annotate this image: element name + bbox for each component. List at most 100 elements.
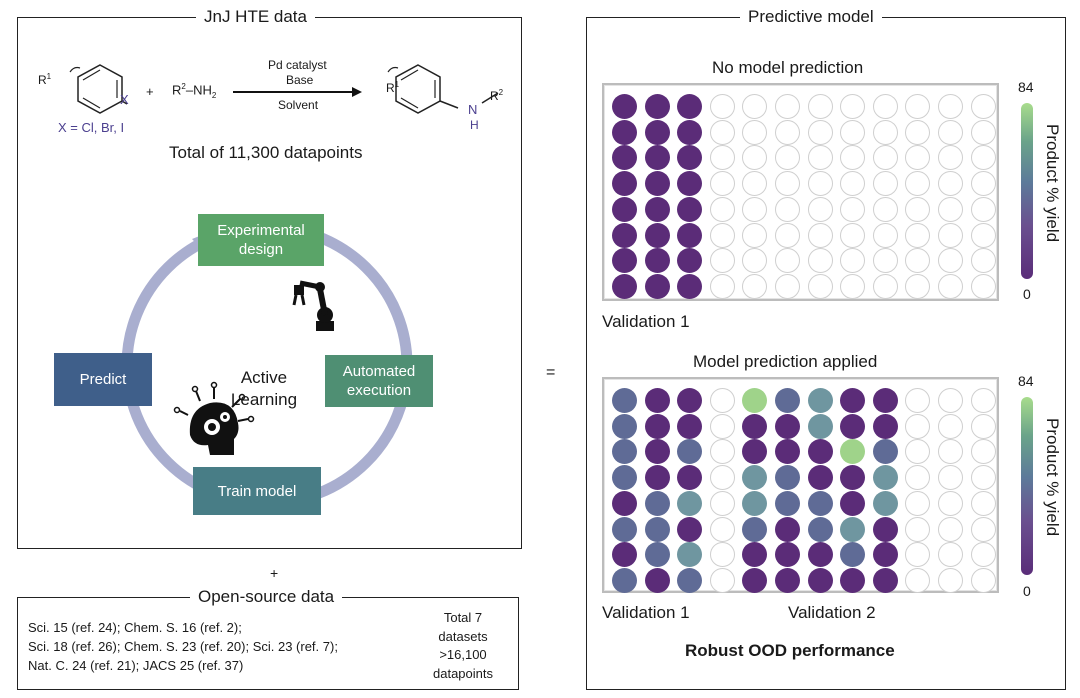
well bbox=[644, 145, 670, 171]
well bbox=[840, 196, 866, 222]
well bbox=[709, 171, 735, 197]
well bbox=[709, 465, 735, 491]
well bbox=[709, 542, 735, 568]
well bbox=[807, 273, 833, 299]
well bbox=[807, 388, 833, 413]
well bbox=[709, 94, 735, 119]
well bbox=[742, 490, 768, 516]
well bbox=[677, 222, 703, 248]
jnj-hte-title: JnJ HTE data bbox=[196, 7, 315, 27]
well bbox=[709, 516, 735, 542]
well bbox=[612, 439, 637, 465]
plate1-title: No model prediction bbox=[712, 58, 864, 77]
well bbox=[775, 94, 800, 119]
well bbox=[970, 413, 996, 439]
well bbox=[742, 542, 768, 568]
well bbox=[938, 516, 963, 542]
well bbox=[872, 196, 898, 222]
well bbox=[677, 516, 703, 542]
well bbox=[938, 413, 963, 439]
well bbox=[742, 248, 768, 274]
halide-note: X = Cl, Br, I bbox=[58, 120, 125, 135]
well bbox=[644, 171, 670, 197]
well bbox=[612, 171, 637, 197]
well bbox=[775, 516, 800, 542]
cbar2-max: 84 bbox=[1018, 373, 1034, 389]
well bbox=[742, 145, 768, 171]
well bbox=[905, 196, 931, 222]
step-train-model: Train model bbox=[193, 467, 321, 515]
well bbox=[905, 516, 931, 542]
well bbox=[938, 94, 963, 119]
well bbox=[807, 542, 833, 568]
well bbox=[970, 273, 996, 299]
open-source-ref-line: Nat. C. 24 (ref. 21); JACS 25 (ref. 37) bbox=[28, 658, 244, 673]
well bbox=[938, 490, 963, 516]
well bbox=[970, 171, 996, 197]
well bbox=[612, 388, 637, 413]
well bbox=[905, 171, 931, 197]
well bbox=[644, 542, 670, 568]
well bbox=[840, 273, 866, 299]
well bbox=[938, 542, 963, 568]
well bbox=[775, 465, 800, 491]
condition-base: Base bbox=[286, 73, 314, 87]
well bbox=[709, 119, 735, 145]
well bbox=[905, 248, 931, 274]
well bbox=[742, 171, 768, 197]
well bbox=[709, 439, 735, 465]
well bbox=[677, 248, 703, 274]
well bbox=[775, 222, 800, 248]
well bbox=[970, 222, 996, 248]
well bbox=[872, 413, 898, 439]
well bbox=[644, 490, 670, 516]
well bbox=[612, 94, 637, 119]
well bbox=[840, 145, 866, 171]
well bbox=[840, 490, 866, 516]
well bbox=[905, 567, 931, 593]
well bbox=[905, 439, 931, 465]
amine-reactant: R2–NH2 bbox=[172, 82, 217, 100]
well bbox=[872, 490, 898, 516]
well bbox=[775, 248, 800, 274]
reactant1-x: X bbox=[120, 92, 129, 107]
well bbox=[905, 94, 931, 119]
well bbox=[905, 145, 931, 171]
well bbox=[775, 567, 800, 593]
well bbox=[677, 388, 703, 413]
well bbox=[905, 273, 931, 299]
well bbox=[677, 171, 703, 197]
well bbox=[840, 248, 866, 274]
predictive-model-title: Predictive model bbox=[740, 7, 882, 27]
well bbox=[872, 222, 898, 248]
well bbox=[840, 439, 866, 465]
plate2 bbox=[602, 377, 999, 593]
well bbox=[840, 465, 866, 491]
well bbox=[742, 94, 768, 119]
well bbox=[709, 388, 735, 413]
plus-sign: + bbox=[270, 565, 279, 581]
step-automated-execution: Automated execution bbox=[325, 355, 433, 407]
well bbox=[709, 248, 735, 274]
well bbox=[872, 516, 898, 542]
well bbox=[709, 145, 735, 171]
well bbox=[807, 490, 833, 516]
cbar2-label: Product % yield bbox=[1043, 418, 1062, 537]
well bbox=[775, 490, 800, 516]
well bbox=[840, 567, 866, 593]
well bbox=[807, 171, 833, 197]
well bbox=[644, 439, 670, 465]
well bbox=[644, 465, 670, 491]
well bbox=[612, 273, 637, 299]
well bbox=[775, 273, 800, 299]
well bbox=[709, 222, 735, 248]
condition-solvent: Solvent bbox=[278, 98, 319, 112]
well bbox=[677, 196, 703, 222]
well bbox=[807, 222, 833, 248]
well bbox=[872, 248, 898, 274]
well bbox=[807, 119, 833, 145]
well bbox=[840, 542, 866, 568]
well bbox=[612, 145, 637, 171]
plus-reactants: + bbox=[146, 84, 154, 99]
open-source-ref-line: Sci. 15 (ref. 24); Chem. S. 16 (ref. 2); bbox=[28, 620, 242, 635]
